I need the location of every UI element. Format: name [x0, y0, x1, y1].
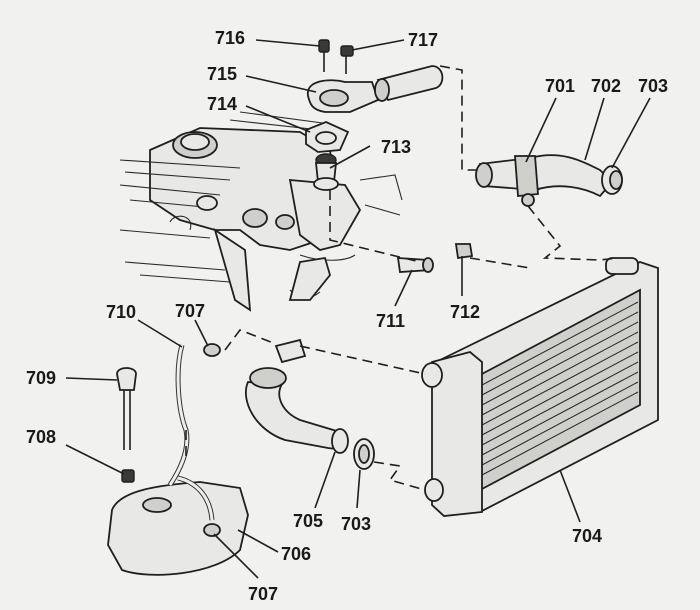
callout-703-top: 703	[638, 76, 668, 96]
callout-706: 706	[281, 544, 311, 564]
callout-715: 715	[207, 64, 237, 84]
lower-radiator-hose	[244, 338, 375, 470]
radiator	[421, 257, 659, 517]
callout-708: 708	[26, 427, 56, 447]
callout-705: 705	[293, 511, 323, 531]
callout-704: 704	[572, 526, 602, 546]
expansion-tank	[107, 343, 249, 576]
callout-717: 717	[408, 30, 438, 50]
callout-702: 702	[591, 76, 621, 96]
callout-709: 709	[26, 368, 56, 388]
callout-703-bottom: 703	[341, 514, 371, 534]
callout-711: 711	[376, 311, 405, 331]
callout-701: 701	[545, 76, 575, 96]
callout-710: 710	[106, 302, 136, 322]
thermostat-housing-group	[305, 39, 444, 191]
connection-lines	[185, 65, 619, 491]
callout-712: 712	[450, 302, 480, 322]
leader-lines	[65, 39, 651, 579]
callout-707-bottom: 707	[248, 584, 278, 604]
sensor-and-plug	[396, 243, 474, 273]
callout-716: 716	[215, 28, 245, 48]
callout-707-top: 707	[175, 301, 205, 321]
callout-714: 714	[207, 94, 237, 114]
engine-block	[119, 111, 403, 312]
callout-labels: 716 717 715 714 713 701 702 703 712 711 …	[26, 28, 668, 604]
upper-radiator-hose	[475, 154, 623, 207]
callout-713: 713	[381, 137, 411, 157]
